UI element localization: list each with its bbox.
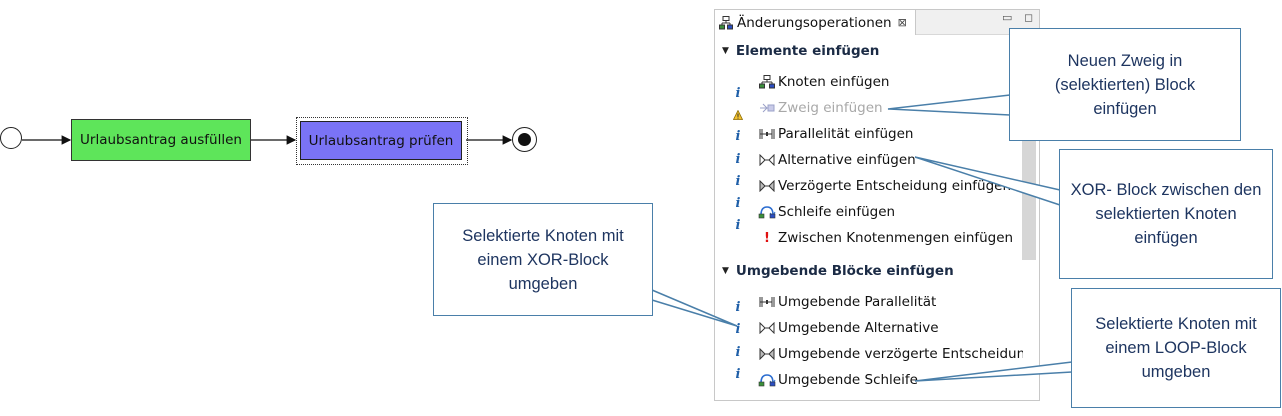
item-label: Zwischen Knotenmengen einfügen xyxy=(778,230,1014,246)
item-label: Umgebende Parallelität xyxy=(778,294,937,310)
task-urlaubsantrag-pruefen[interactable]: Urlaubsantrag prüfen xyxy=(300,121,462,160)
item-parallelitaet-einfuegen[interactable]: Parallelität einfügen xyxy=(758,126,913,142)
selection-frame xyxy=(296,117,468,165)
item-label: Knoten einfügen xyxy=(778,74,890,90)
info-icon: i xyxy=(735,367,741,382)
deferred-choice-icon xyxy=(758,179,776,193)
item-umgebende-schleife[interactable]: Umgebende Schleife xyxy=(758,372,918,388)
item-umgebende-alternative[interactable]: Umgebende Alternative xyxy=(758,320,939,336)
task-urlaubsantrag-ausfuellen[interactable]: Urlaubsantrag ausfüllen xyxy=(71,119,251,161)
section-title: Umgebende Blöcke einfügen xyxy=(735,263,954,279)
maximize-icon[interactable]: ◻ xyxy=(1024,11,1034,24)
item-label: Umgebende verzögerte Entscheidung xyxy=(778,346,1023,362)
callout-xor-umgeben: Selektierte Knoten mit einem XOR-Block u… xyxy=(433,203,653,316)
start-event[interactable] xyxy=(0,127,22,149)
callout-loop-umgeben: Selektierte Knoten mit einem LOOP-Block … xyxy=(1071,288,1281,408)
node-insert-icon xyxy=(758,75,776,89)
view-icon xyxy=(719,15,733,29)
info-icon: i xyxy=(735,218,741,233)
item-label: Zweig einfügen xyxy=(778,100,883,116)
item-schleife-einfuegen[interactable]: Schleife einfügen xyxy=(758,204,895,220)
info-icon: i xyxy=(735,196,741,211)
warning-icon xyxy=(733,110,743,120)
callout-xor-einfuegen: XOR- Block zwischen den selektierten Kno… xyxy=(1059,149,1273,279)
info-icon: i xyxy=(735,86,741,101)
info-icon: i xyxy=(735,152,741,167)
deferred-choice-icon xyxy=(758,347,776,361)
item-alternative-einfuegen[interactable]: Alternative einfügen xyxy=(758,152,916,168)
callout-zweig-einfuegen: Neuen Zweig in (selektierten) Block einf… xyxy=(1009,28,1241,141)
section-title: Elemente einfügen xyxy=(735,43,880,59)
callout-text: Selektierte Knoten mit einem XOR-Block u… xyxy=(462,226,624,293)
info-icon: i xyxy=(735,129,741,144)
info-icon: i xyxy=(735,345,741,360)
task-label: Urlaubsantrag ausfüllen xyxy=(80,132,242,148)
alternative-icon xyxy=(758,153,776,167)
info-icon: i xyxy=(735,174,741,189)
loop-icon xyxy=(758,205,776,219)
item-label: Umgebende Alternative xyxy=(778,320,939,336)
info-icon: i xyxy=(735,300,741,315)
parallel-icon xyxy=(758,127,776,141)
branch-insert-icon xyxy=(758,101,776,115)
exclamation-icon: ! xyxy=(764,230,770,246)
item-label: Schleife einfügen xyxy=(778,204,896,220)
item-zwischen-knotenmengen-einfuegen[interactable]: ! Zwischen Knotenmengen einfügen xyxy=(758,230,1013,246)
parallel-icon xyxy=(758,295,776,309)
task-label: Urlaubsantrag prüfen xyxy=(308,132,454,149)
collapse-triangle-icon[interactable]: ▼ xyxy=(722,46,729,56)
callout-text: Selektierte Knoten mit einem LOOP-Block … xyxy=(1095,315,1257,381)
item-zweig-einfuegen[interactable]: Zweig einfügen xyxy=(758,100,883,116)
minimize-icon[interactable]: ▭ xyxy=(1002,11,1013,24)
item-verzoegerte-entscheidung-einfuegen[interactable]: Verzögerte Entscheidung einfügen xyxy=(758,178,1011,194)
tab-aenderungsoperationen[interactable]: Änderungsoperationen ⊠ xyxy=(715,10,916,35)
info-icon: i xyxy=(735,322,741,337)
item-label: Umgebende Schleife xyxy=(778,372,918,388)
section-elemente-einfuegen[interactable]: ▼ Elemente einfügen xyxy=(722,43,879,59)
end-event[interactable] xyxy=(512,127,537,152)
callout-text: Neuen Zweig in (selektierten) Block einf… xyxy=(1054,51,1196,118)
tab-title: Änderungsoperationen xyxy=(737,14,892,31)
collapse-triangle-icon[interactable]: ▼ xyxy=(722,266,729,276)
close-icon[interactable]: ⊠ xyxy=(897,16,907,29)
item-umgebende-parallelitaet[interactable]: Umgebende Parallelität xyxy=(758,294,936,310)
callout-text: XOR- Block zwischen den selektierten Kno… xyxy=(1070,181,1262,247)
change-operations-view xyxy=(714,9,1040,401)
item-knoten-einfuegen[interactable]: Knoten einfügen xyxy=(758,74,889,90)
loop-icon xyxy=(758,373,776,387)
scrollbar-thumb[interactable] xyxy=(1022,138,1036,260)
item-label: Verzögerte Entscheidung einfügen xyxy=(778,178,1012,194)
alternative-icon xyxy=(758,321,776,335)
item-label: Parallelität einfügen xyxy=(778,126,914,142)
section-umgebende-bloecke[interactable]: ▼ Umgebende Blöcke einfügen xyxy=(722,263,954,279)
process-flow-arrows xyxy=(22,135,513,145)
item-umgebende-verzoegerte-entscheidung[interactable]: Umgebende verzögerte Entscheidung xyxy=(758,346,1023,362)
item-label: Alternative einfügen xyxy=(778,152,916,168)
